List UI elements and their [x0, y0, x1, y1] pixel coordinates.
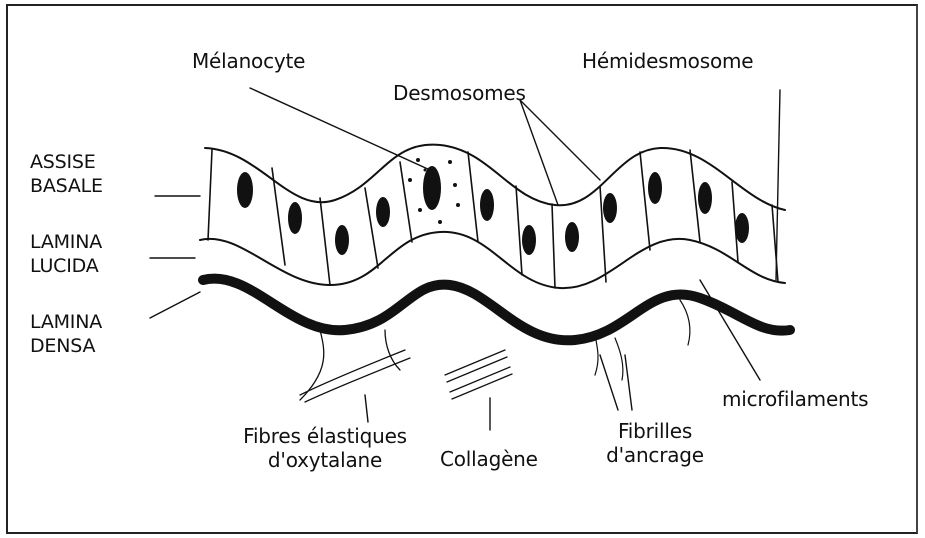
nucleus — [603, 193, 617, 223]
nucleus — [648, 172, 662, 204]
nucleus — [480, 189, 494, 221]
label-ancrage: d'ancrage — [585, 444, 725, 467]
nucleus — [237, 172, 253, 208]
lamina-lucida-top-edge — [200, 232, 785, 288]
label-lamina-lucida-2: LUCIDA — [30, 254, 99, 278]
basal-layer-top-edge — [205, 145, 785, 210]
label-collagene: Collagène — [440, 448, 538, 471]
label-oxytalane: d'oxytalane — [225, 449, 425, 472]
nucleus — [565, 222, 579, 252]
collagen-fibres — [445, 350, 512, 399]
lamina-densa — [203, 279, 790, 341]
label-desmosomes: Desmosomes — [393, 82, 526, 105]
label-lamina-densa-2: DENSA — [30, 334, 95, 358]
nucleus — [335, 225, 349, 255]
nucleus — [735, 213, 749, 243]
nucleus — [423, 166, 441, 210]
nucleus — [288, 202, 302, 234]
nuclei — [237, 166, 749, 255]
label-lamina-lucida-1: LAMINA — [30, 230, 102, 254]
label-assise-basale-2: BASALE — [30, 174, 103, 198]
leader-lines — [150, 88, 780, 430]
label-lamina-densa-1: LAMINA — [30, 310, 102, 334]
nucleus — [522, 225, 536, 255]
label-assise-basale-1: ASSISE — [30, 150, 96, 174]
label-hemidesmosome: Hémidesmosome — [582, 50, 753, 73]
nucleus — [376, 197, 390, 227]
label-melanocyte: Mélanocyte — [192, 50, 305, 73]
nucleus — [698, 182, 712, 214]
elastic-fibres — [300, 330, 410, 402]
label-microfilaments: microfilaments — [722, 388, 868, 411]
label-fibrilles: Fibrilles — [585, 420, 725, 443]
label-fibres-elastiques: Fibres élastiques — [225, 425, 425, 448]
